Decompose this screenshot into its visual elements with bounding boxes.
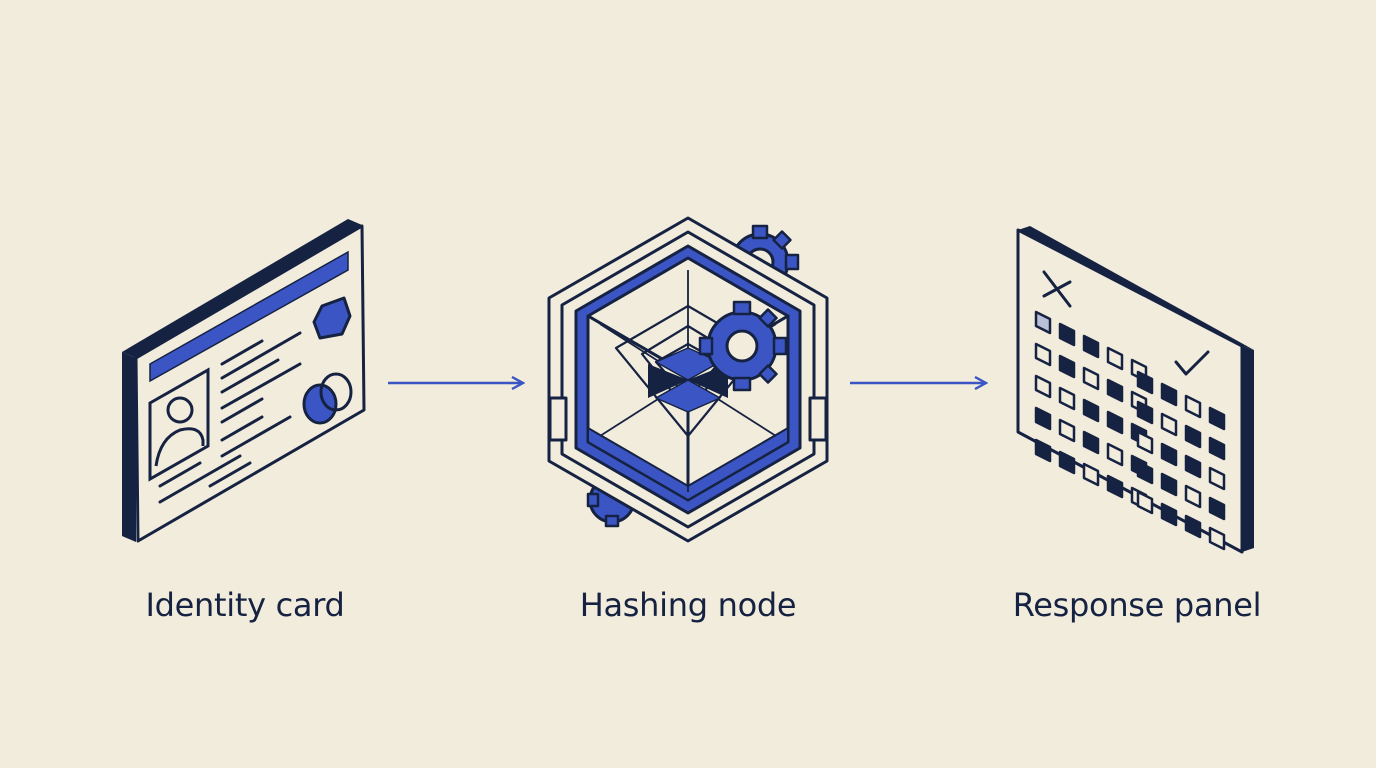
id-card-icon [122,219,366,543]
grid-cell [1058,322,1076,347]
grid-cell [1106,474,1124,499]
grid-cell [1082,430,1100,455]
grid-cell [1106,410,1124,435]
grid-cell [1106,346,1124,371]
grid-cell [1160,442,1178,467]
grid-cell [1184,424,1202,449]
grid-cell [1058,418,1076,443]
grid-cell [1160,382,1178,407]
grid-cell [1082,366,1100,391]
node-label-identity: Identity card [145,586,345,624]
grid-cell [1136,430,1154,455]
grid-cell [1136,460,1154,485]
grid-cell [1136,400,1154,425]
grid-cell [1184,454,1202,479]
grid-cell [1184,484,1202,509]
grid-cell [1208,526,1226,551]
grid-panel-icon [1016,226,1254,554]
close-icon [1042,270,1072,308]
node-label-response: Response panel [1012,586,1262,624]
grid-cell [1034,374,1052,399]
grid-cell [1034,406,1052,431]
grid-cell [1136,490,1154,515]
grid-cell [1208,436,1226,461]
grid-cell [1184,514,1202,539]
grid-cell [1058,450,1076,475]
grid-cell [1082,462,1100,487]
gear-icon [698,300,788,392]
grid-cell [1106,442,1124,467]
grid-cell [1082,398,1100,423]
grid-cell [1034,438,1052,463]
check-icon [1174,350,1210,376]
grid-cell [1058,354,1076,379]
grid-cell [1160,472,1178,497]
grid-cell [1082,334,1100,359]
grid-cell [1136,370,1154,395]
grid-cell [1106,378,1124,403]
grid-cell [1208,496,1226,521]
hash-cube-icon [547,216,829,543]
grid-cell [1208,466,1226,491]
grid-cell [1160,412,1178,437]
grid-cell [1034,342,1052,367]
grid-cell [1160,502,1178,527]
grid-cell [1208,406,1226,431]
grid-cell [1058,386,1076,411]
grid-cell [1184,394,1202,419]
node-label-hashing: Hashing node [579,586,797,624]
grid-cell [1034,310,1052,335]
